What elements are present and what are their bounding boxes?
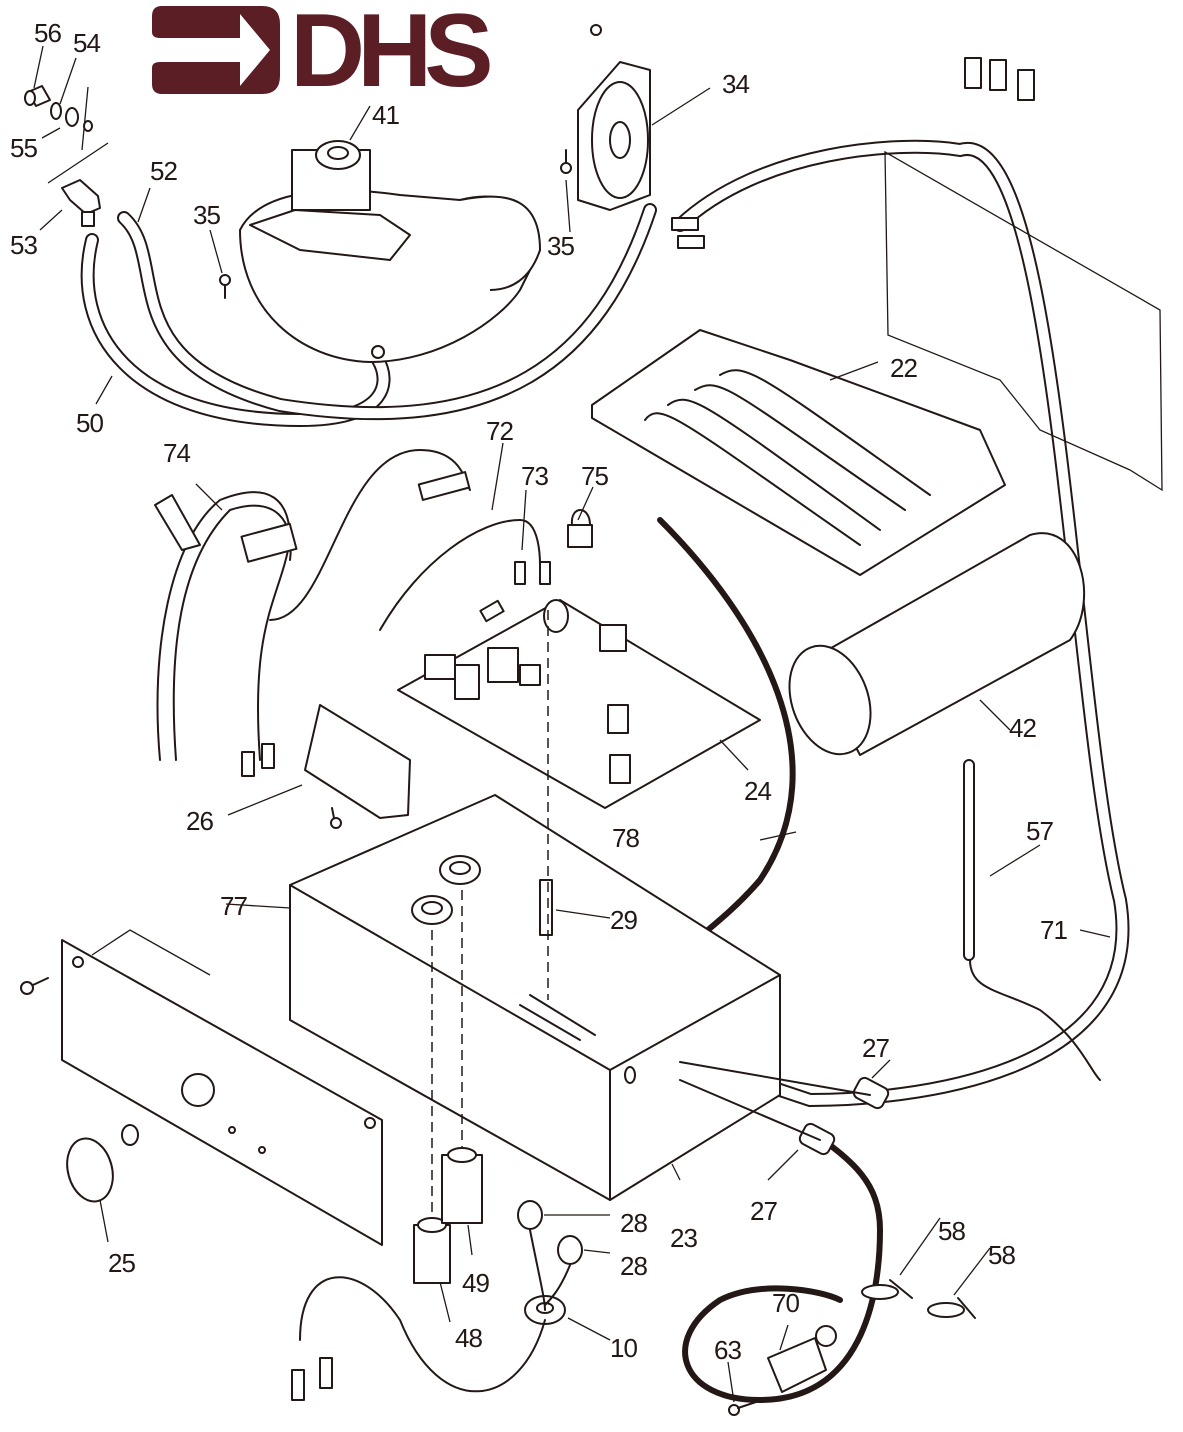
label-part-34: 34 bbox=[722, 69, 750, 99]
label-part-54: 54 bbox=[73, 28, 101, 58]
part-35-screw bbox=[560, 149, 572, 174]
part-28-grommet bbox=[517, 1200, 543, 1230]
label-part-72: 72 bbox=[486, 416, 514, 446]
label-part-26: 26 bbox=[186, 806, 214, 836]
part-70-ignitor bbox=[767, 1325, 837, 1393]
part-26-bracket bbox=[304, 704, 411, 829]
part-78-locknut bbox=[439, 855, 481, 885]
part-42-cylinder bbox=[788, 532, 1085, 756]
label-part-77: 77 bbox=[220, 891, 248, 921]
label-part-48: 48 bbox=[455, 1323, 483, 1353]
part-74-harness bbox=[154, 491, 298, 777]
label-part-58: 58 bbox=[988, 1240, 1016, 1270]
label-part-27: 27 bbox=[750, 1196, 778, 1226]
label-part-29: 29 bbox=[610, 905, 638, 935]
label-part-63: 63 bbox=[714, 1335, 742, 1365]
label-part-42: 42 bbox=[1009, 713, 1037, 743]
label-part-57: 57 bbox=[1026, 816, 1054, 846]
label-part-52: 52 bbox=[150, 156, 178, 186]
part-25-knob bbox=[66, 1124, 139, 1203]
part-48-cable-gland bbox=[413, 1217, 451, 1284]
label-part-73: 73 bbox=[521, 461, 549, 491]
part-34-pressure-switch bbox=[577, 24, 651, 211]
part-63-screw bbox=[728, 1397, 769, 1416]
label-part-28: 28 bbox=[620, 1251, 648, 1281]
label-part-78: 78 bbox=[612, 823, 640, 853]
part-71-harness bbox=[671, 57, 1130, 1108]
part-58-clip bbox=[861, 1279, 913, 1300]
part-41-fan-assembly bbox=[239, 140, 541, 363]
part-29-stud bbox=[539, 879, 553, 936]
ignition-lead bbox=[299, 1229, 571, 1393]
part-55-washer bbox=[65, 107, 93, 132]
part-35-screw bbox=[219, 274, 231, 299]
part-73-connector bbox=[514, 561, 551, 585]
part-22-cover-plate bbox=[591, 329, 1006, 576]
label-part-71: 71 bbox=[1040, 915, 1068, 945]
label-part-35: 35 bbox=[193, 200, 221, 230]
leader-lines bbox=[33, 45, 1111, 1403]
dhs-logo: DHS bbox=[152, 6, 498, 94]
label-part-55: 55 bbox=[10, 133, 38, 163]
logo-text: DHS bbox=[290, 6, 490, 94]
label-part-58: 58 bbox=[938, 1216, 966, 1246]
back-panel bbox=[884, 150, 1163, 492]
label-part-70: 70 bbox=[772, 1288, 800, 1318]
label-part-28: 28 bbox=[620, 1208, 648, 1238]
label-part-53: 53 bbox=[10, 230, 38, 260]
part-27-clip bbox=[852, 1076, 890, 1110]
label-part-25: 25 bbox=[108, 1248, 136, 1278]
logo-arrow-icon bbox=[152, 6, 280, 94]
part-75-connector bbox=[567, 509, 593, 548]
label-part-75: 75 bbox=[581, 461, 609, 491]
label-part-10: 10 bbox=[610, 1333, 638, 1363]
front-panel bbox=[20, 929, 383, 1246]
part-58-clip bbox=[927, 1297, 976, 1319]
part-77-locknut bbox=[411, 895, 453, 925]
part-52-hose bbox=[117, 203, 657, 421]
label-part-41: 41 bbox=[372, 100, 400, 130]
screw-icon bbox=[20, 977, 49, 995]
label-part-74: 74 bbox=[163, 438, 191, 468]
part-54-washer bbox=[50, 102, 62, 120]
part-49-cable-gland bbox=[441, 1147, 483, 1224]
part-24-circuit-board bbox=[397, 599, 761, 809]
label-part-23: 23 bbox=[670, 1223, 698, 1253]
part-53-tee-connector bbox=[61, 179, 101, 227]
part-56-pin bbox=[24, 85, 51, 107]
label-part-35: 35 bbox=[547, 231, 575, 261]
label-part-56: 56 bbox=[34, 18, 62, 48]
label-part-22: 22 bbox=[890, 353, 918, 383]
label-part-49: 49 bbox=[462, 1268, 490, 1298]
label-part-50: 50 bbox=[76, 408, 104, 438]
part-50-hose bbox=[80, 233, 391, 428]
part-72-harness bbox=[269, 449, 541, 631]
label-part-27: 27 bbox=[862, 1033, 890, 1063]
part-23-control-box bbox=[289, 794, 781, 1201]
label-part-24: 24 bbox=[744, 776, 772, 806]
part-28-grommet bbox=[557, 1235, 583, 1265]
part-57-sensor-probe bbox=[963, 759, 1101, 1081]
